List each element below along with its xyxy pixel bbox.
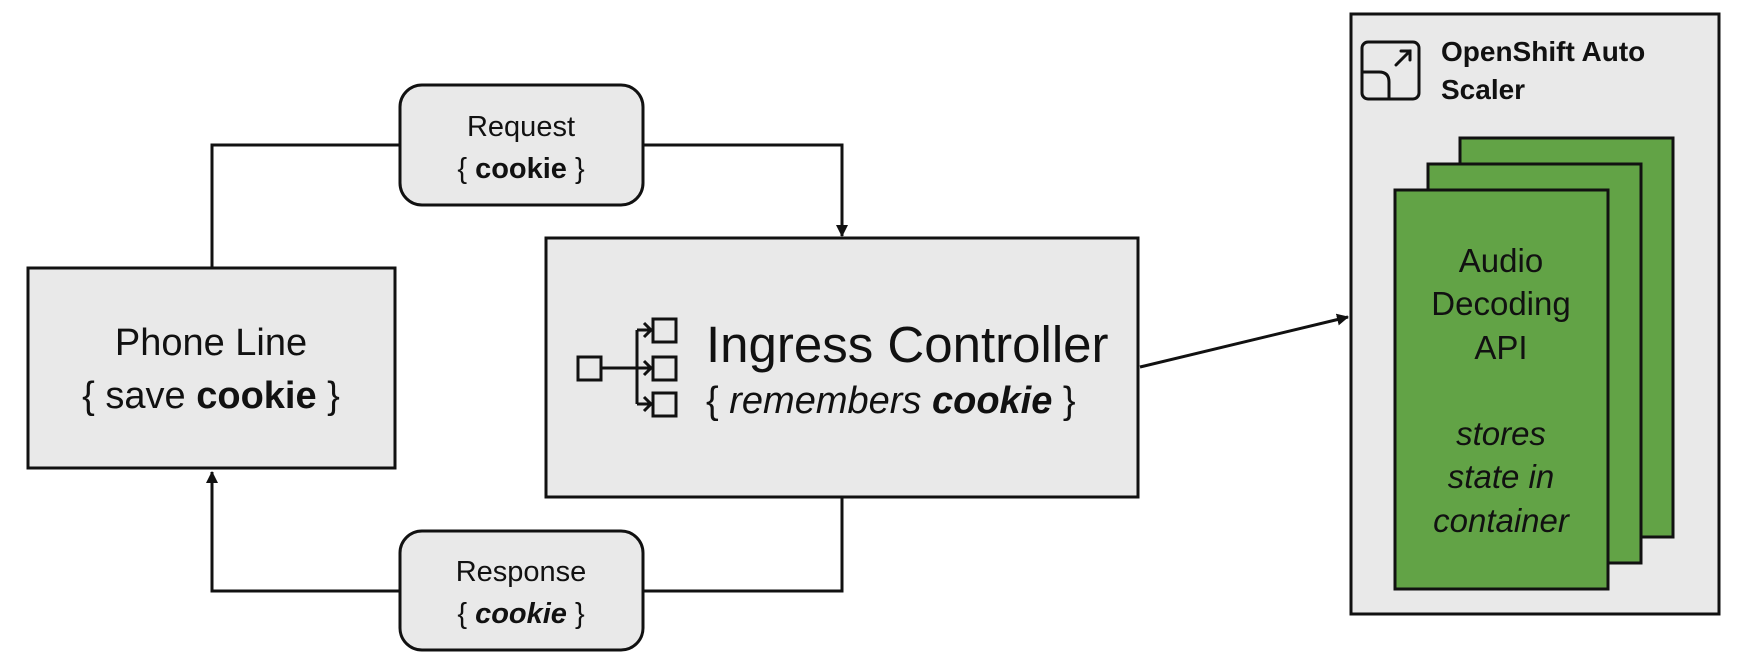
ingress-action: { remembers cookie }	[706, 380, 1076, 422]
api-name-line1: Audio	[1459, 242, 1543, 279]
ingress-title: Ingress Controller	[706, 316, 1109, 373]
ingress-controller-box: Ingress Controller { remembers cookie }	[544, 236, 1140, 499]
scale-arrow-icon	[1360, 40, 1421, 101]
api-name-line3: API	[1474, 329, 1527, 366]
api-note-line2: state in	[1448, 458, 1554, 495]
autoscaler-title-line1: OpenShift Auto	[1441, 36, 1645, 67]
phone-line-box: Phone Line { save cookie }	[26, 266, 397, 470]
api-note-line3: container	[1433, 502, 1571, 539]
response-title: Response	[456, 556, 587, 588]
response-label-box: Response { cookie }	[398, 529, 645, 652]
network-tree-icon	[576, 317, 678, 418]
autoscaler-group: OpenShift Auto Scaler Audio Decoding API…	[1349, 12, 1721, 616]
api-note-line1: stores	[1456, 415, 1546, 452]
request-label-box: Request { cookie }	[398, 83, 645, 207]
api-name-line2: Decoding	[1431, 285, 1570, 322]
request-payload: { cookie }	[457, 153, 585, 185]
phone-line-title: Phone Line	[115, 322, 307, 364]
autoscaler-title-line2: Scaler	[1441, 74, 1525, 105]
request-title: Request	[467, 111, 575, 143]
response-payload: { cookie }	[457, 598, 585, 630]
container-card-front: Audio Decoding API stores state in conta…	[1393, 188, 1610, 591]
autoscaler-connector	[1139, 313, 1349, 369]
phone-line-action: { save cookie }	[82, 375, 340, 417]
